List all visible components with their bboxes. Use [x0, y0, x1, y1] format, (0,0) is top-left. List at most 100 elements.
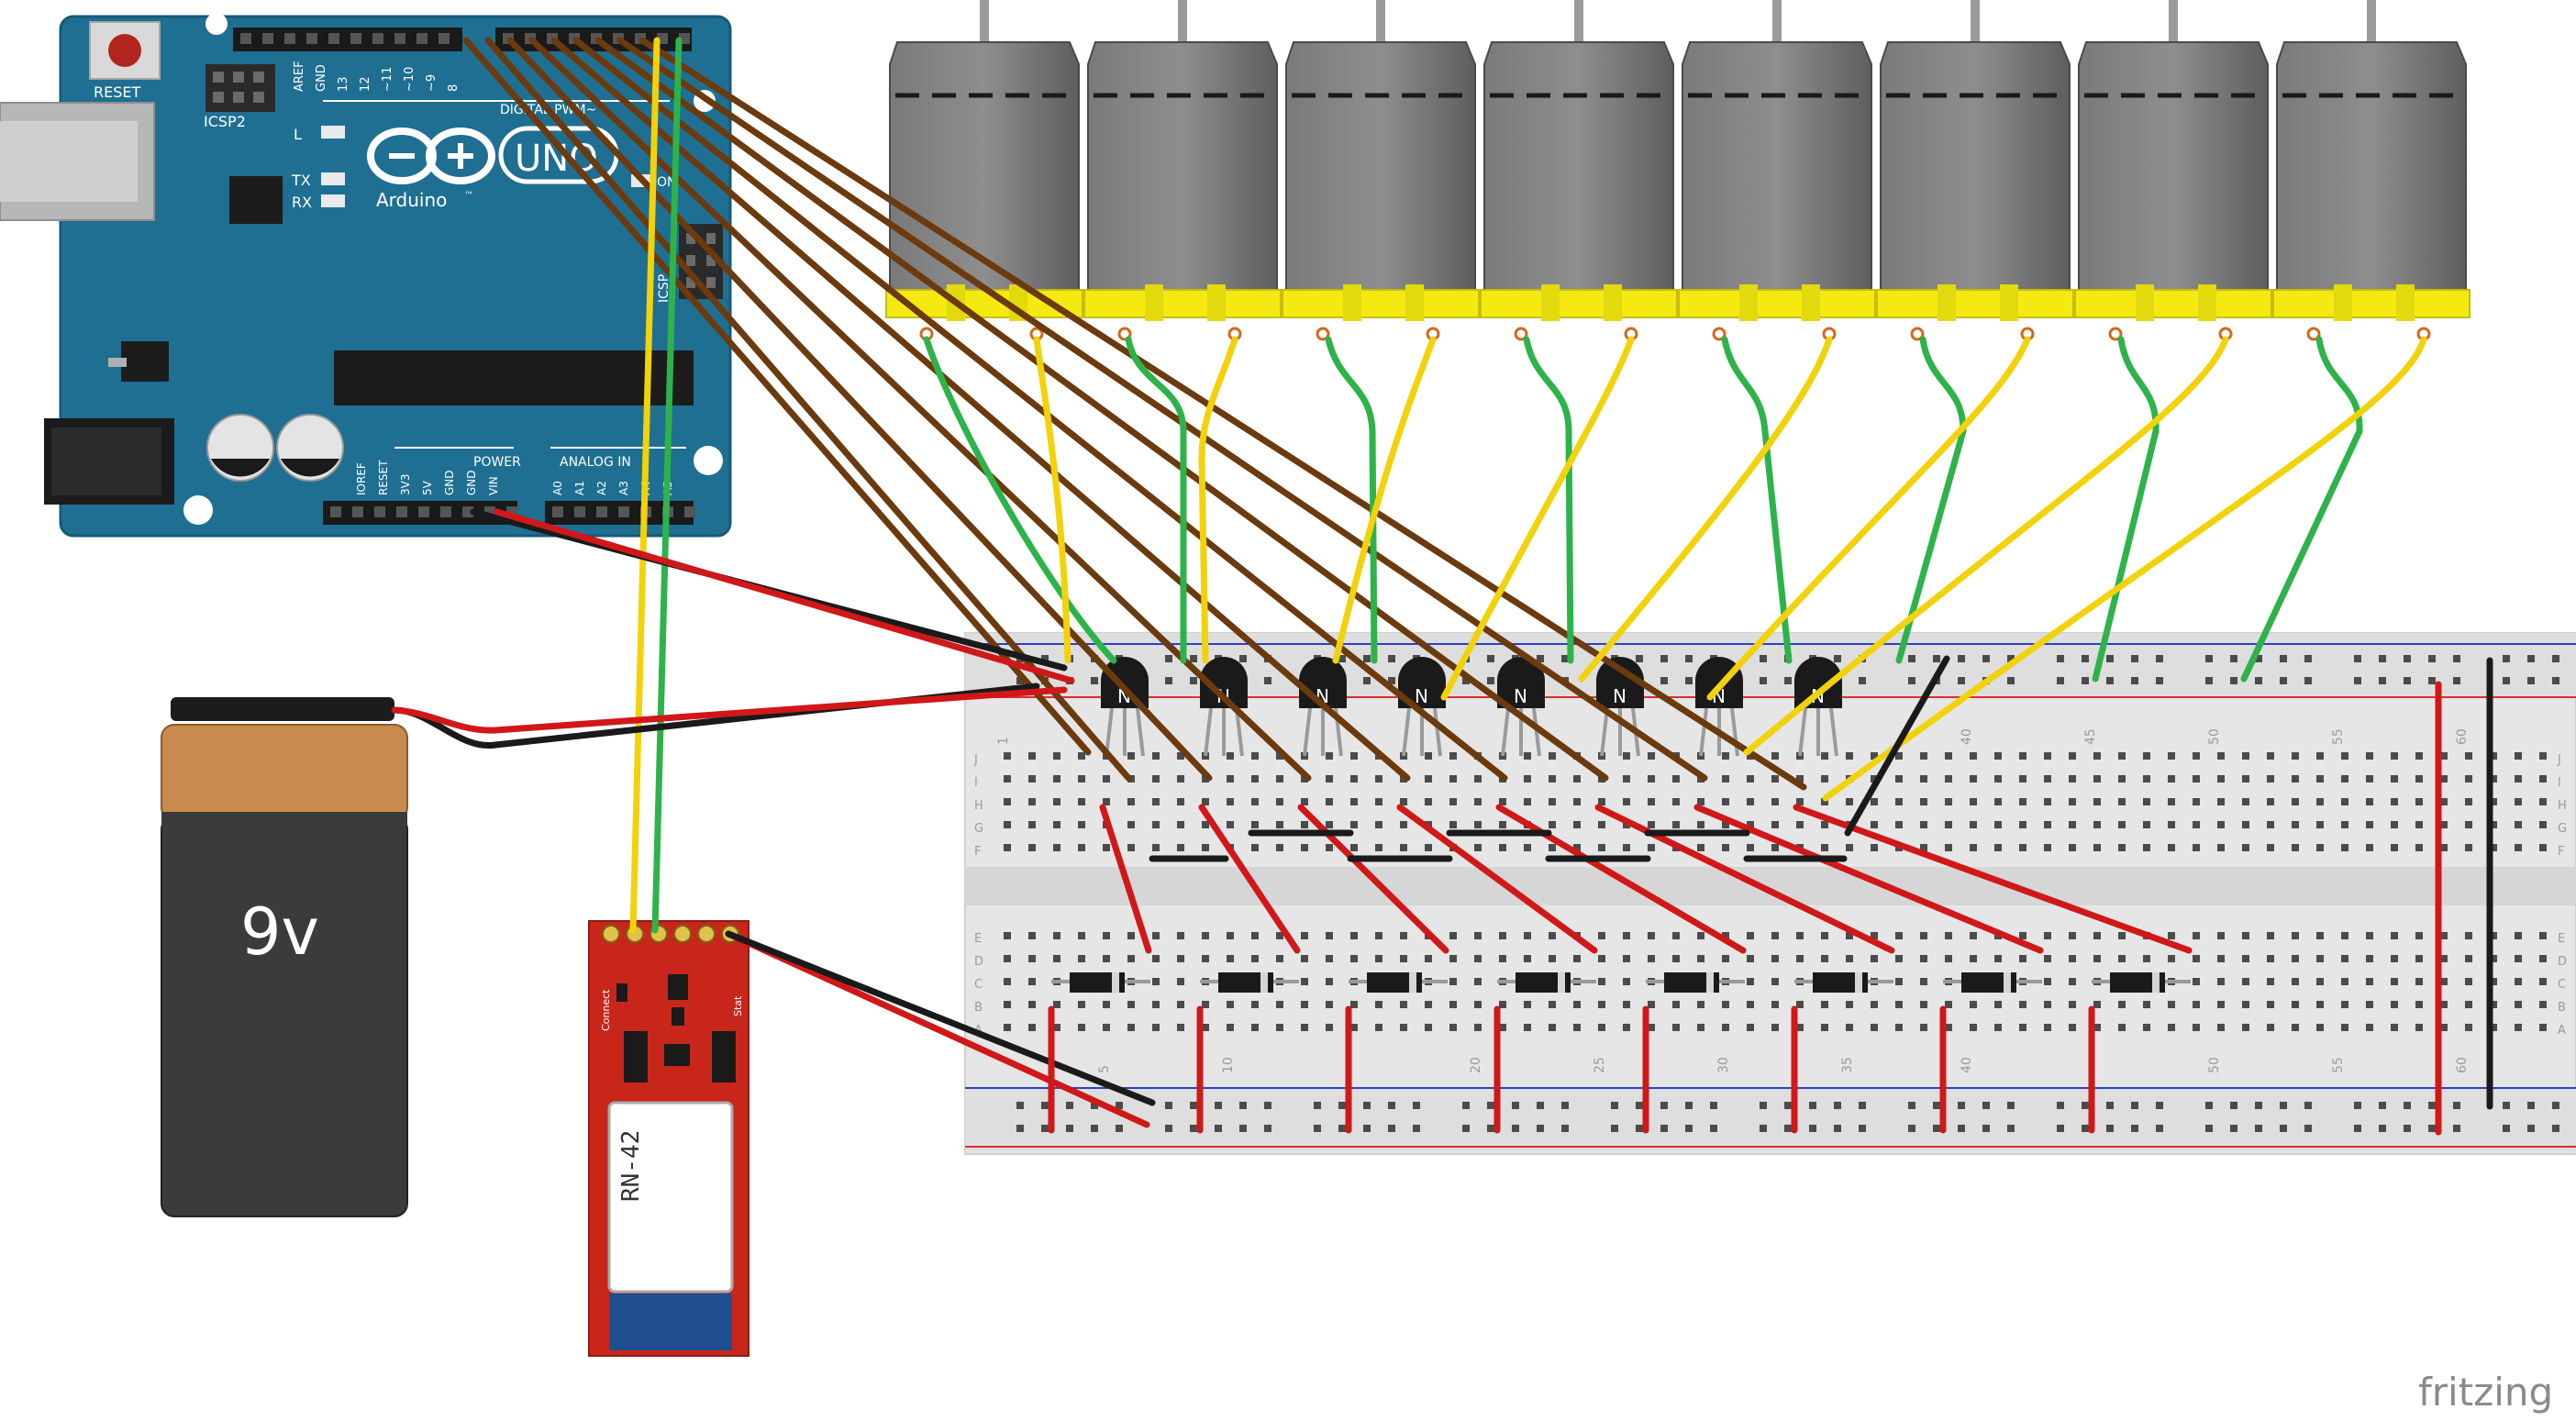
breadboard-hole[interactable] — [1078, 844, 1085, 851]
rail-hole[interactable] — [1784, 1125, 1792, 1132]
rail-hole[interactable] — [1239, 655, 1247, 662]
breadboard-hole[interactable] — [1796, 1024, 1804, 1031]
breadboard-hole[interactable] — [2019, 955, 2026, 962]
breadboard-hole[interactable] — [1549, 844, 1556, 851]
breadboard-hole[interactable] — [2093, 844, 2101, 851]
header-pin[interactable] — [574, 506, 585, 517]
rail-hole[interactable] — [1338, 655, 1346, 662]
breadboard-hole[interactable] — [1177, 1001, 1184, 1008]
rail-hole[interactable] — [2082, 655, 2089, 662]
bluetooth-vcc-wire[interactable] — [725, 930, 1150, 1128]
breadboard-hole[interactable] — [2019, 798, 2026, 805]
rail-hole[interactable] — [1859, 1125, 1866, 1132]
breadboard-hole[interactable] — [1028, 821, 1036, 828]
breadboard-hole[interactable] — [2440, 798, 2448, 805]
breadboard-hole[interactable] — [2490, 798, 2497, 805]
breadboard-hole[interactable] — [1648, 798, 1655, 805]
breadboard-hole[interactable] — [2143, 775, 2150, 783]
breadboard-hole[interactable] — [2143, 821, 2150, 828]
signal-wire[interactable] — [506, 37, 1213, 782]
rail-hole[interactable] — [1933, 1125, 1940, 1132]
breadboard-hole[interactable] — [1895, 932, 1903, 939]
breadboard-hole[interactable] — [2465, 955, 2472, 962]
breadboard-hole[interactable] — [2019, 844, 2026, 851]
breadboard-hole[interactable] — [1895, 1001, 1903, 1008]
breadboard-hole[interactable] — [2316, 775, 2324, 783]
breadboard-hole[interactable] — [2069, 932, 2076, 939]
breadboard-hole[interactable] — [1004, 798, 1011, 805]
breadboard-hole[interactable] — [1004, 955, 1011, 962]
breadboard-hole[interactable] — [1251, 752, 1259, 760]
header-pin[interactable] — [462, 506, 473, 517]
rail-hole[interactable] — [1462, 677, 1470, 684]
breadboard-hole[interactable] — [1821, 1001, 1828, 1008]
breadboard-hole[interactable] — [2069, 955, 2076, 962]
breadboard-hole[interactable] — [1549, 1001, 1556, 1008]
breadboard-hole[interactable] — [2391, 752, 2398, 760]
rail-hole[interactable] — [1685, 655, 1693, 662]
breadboard-hole[interactable] — [1127, 1001, 1135, 1008]
breadboard-hole[interactable] — [1425, 752, 1432, 760]
breadboard-hole[interactable] — [1053, 955, 1060, 962]
breadboard-hole[interactable] — [1920, 1024, 1927, 1031]
rail-hole[interactable] — [2131, 1125, 2138, 1132]
breadboard-hole[interactable] — [1350, 752, 1358, 760]
breadboard-hole[interactable] — [2391, 955, 2398, 962]
rail-hole[interactable] — [1091, 1125, 1098, 1132]
header-pin[interactable] — [328, 33, 339, 44]
breadboard-hole[interactable] — [1103, 844, 1110, 851]
breadboard-hole[interactable] — [2341, 798, 2348, 805]
breadboard-hole[interactable] — [2539, 978, 2547, 985]
breadboard-hole[interactable] — [1251, 955, 1259, 962]
rail-hole[interactable] — [2527, 1125, 2535, 1132]
breadboard-hole[interactable] — [1549, 821, 1556, 828]
breadboard-hole[interactable] — [2440, 1001, 2448, 1008]
rail-hole[interactable] — [1859, 1102, 1866, 1109]
breadboard-hole[interactable] — [2490, 955, 2497, 962]
breadboard-hole[interactable] — [1177, 955, 1184, 962]
breadboard-hole[interactable] — [1945, 821, 1952, 828]
breadboard-hole[interactable] — [1920, 978, 1927, 985]
rail-hole[interactable] — [2354, 1125, 2361, 1132]
rail-hole[interactable] — [1760, 1125, 1767, 1132]
breadboard-hole[interactable] — [1573, 798, 1581, 805]
rail-hole[interactable] — [2007, 655, 2015, 662]
rail-hole[interactable] — [2205, 1125, 2213, 1132]
rail-hole[interactable] — [2552, 677, 2559, 684]
breadboard-hole[interactable] — [1053, 798, 1060, 805]
breadboard-hole[interactable] — [2168, 1024, 2175, 1031]
breadboard-hole[interactable] — [2044, 955, 2051, 962]
breadboard-hole[interactable] — [1375, 775, 1382, 783]
breadboard-hole[interactable] — [2465, 752, 2472, 760]
breadboard-hole[interactable] — [1871, 932, 1878, 939]
breadboard-hole[interactable] — [1871, 821, 1878, 828]
rail-hole[interactable] — [1834, 1125, 1841, 1132]
breadboard-hole[interactable] — [1301, 932, 1308, 939]
breadboard-hole[interactable] — [1549, 1024, 1556, 1031]
breadboard-hole[interactable] — [2366, 932, 2373, 939]
breadboard-hole[interactable] — [1821, 752, 1828, 760]
breadboard-hole[interactable] — [1994, 798, 2002, 805]
breadboard-hole[interactable] — [2515, 752, 2522, 760]
breadboard-hole[interactable] — [2267, 752, 2274, 760]
rail-hole[interactable] — [1561, 655, 1569, 662]
breadboard-hole[interactable] — [2019, 752, 2026, 760]
breadboard-hole[interactable] — [2539, 775, 2547, 783]
breadboard-hole[interactable] — [1871, 1024, 1878, 1031]
rail-hole[interactable] — [2552, 1102, 2559, 1109]
breadboard-hole[interactable] — [2168, 955, 2175, 962]
breadboard-hole[interactable] — [1227, 955, 1234, 962]
breadboard-hole[interactable] — [1648, 932, 1655, 939]
breadboard-hole[interactable] — [2118, 955, 2126, 962]
header-pin[interactable] — [416, 33, 427, 44]
motor-wire[interactable] — [1721, 336, 1793, 664]
breadboard-hole[interactable] — [1127, 932, 1135, 939]
rail-hole[interactable] — [2057, 677, 2064, 684]
breadboard-hole[interactable] — [1499, 798, 1506, 805]
breadboard-hole[interactable] — [1524, 932, 1531, 939]
rail-hole[interactable] — [1363, 655, 1371, 662]
breadboard-hole[interactable] — [1796, 955, 1804, 962]
breadboard-hole[interactable] — [1623, 752, 1630, 760]
breadboard-hole[interactable] — [2515, 1024, 2522, 1031]
breadboard-hole[interactable] — [2044, 821, 2051, 828]
